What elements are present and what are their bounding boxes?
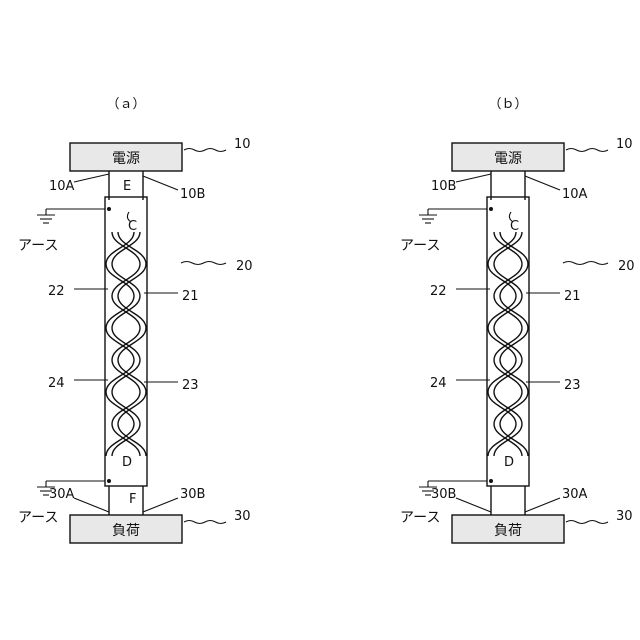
leader-30 — [566, 521, 608, 524]
power-label: 電源 — [494, 151, 522, 167]
point-bottom: F — [129, 492, 136, 507]
twisted-pair — [488, 232, 528, 456]
strand-b — [112, 232, 140, 456]
ref-30: 30 — [234, 509, 251, 524]
leader-30 — [184, 521, 226, 524]
ref-21: 21 — [564, 289, 581, 304]
point-d: D — [122, 455, 132, 470]
strand-a-outer — [118, 232, 146, 456]
ref-21: 21 — [182, 289, 199, 304]
leader-right-bottom — [525, 498, 560, 512]
ref-24: 24 — [430, 376, 447, 391]
load-label: 負荷 — [494, 523, 522, 539]
leader-10 — [566, 149, 608, 152]
panel-b: （ｂ）電源1010B10AアースC2022212423Dアース30B30A負荷3… — [400, 97, 635, 543]
ref-10: 10 — [616, 137, 633, 152]
ref-20: 20 — [618, 259, 635, 274]
ref-23: 23 — [182, 378, 199, 393]
leader-left-bottom — [74, 498, 109, 512]
leader-left-top — [74, 174, 109, 182]
shield-frame — [487, 197, 529, 486]
earth-label-bottom: アース — [400, 510, 440, 526]
leader-left-top — [456, 174, 491, 182]
ref-power-right: 10B — [180, 187, 205, 202]
leader-20 — [181, 262, 226, 265]
ref-23: 23 — [564, 378, 581, 393]
leader-10 — [184, 149, 226, 152]
earth-label-top: アース — [18, 238, 58, 254]
ref-load-right: 30B — [180, 487, 205, 502]
ref-10: 10 — [234, 137, 251, 152]
point-top: E — [123, 179, 131, 194]
leader-right-top — [525, 176, 560, 190]
ref-22: 22 — [430, 284, 447, 299]
ref-power-left: 10B — [431, 179, 456, 194]
ref-22: 22 — [48, 284, 65, 299]
ref-30: 30 — [616, 509, 633, 524]
ref-load-left: 30B — [431, 487, 456, 502]
ref-24: 24 — [48, 376, 65, 391]
junction-top — [107, 207, 111, 211]
power-label: 電源 — [112, 151, 140, 167]
leader-right-bottom — [143, 498, 178, 512]
panel-title: （ａ） — [106, 97, 145, 112]
junction-top — [489, 207, 493, 211]
load-label: 負荷 — [112, 523, 140, 539]
panel-a: （ａ）電源1010A10BアースEC2022212423DアースF30A30B負… — [18, 97, 253, 543]
earth-label-top: アース — [400, 238, 440, 254]
ref-load-left: 30A — [49, 487, 75, 502]
ref-power-left: 10A — [49, 179, 75, 194]
shield-frame — [105, 197, 147, 486]
twisted-pair — [106, 232, 146, 456]
ref-20: 20 — [236, 259, 253, 274]
point-d: D — [504, 455, 514, 470]
panel-title: （ｂ） — [488, 97, 527, 112]
junction-bottom — [107, 479, 111, 483]
leader-right-top — [143, 176, 178, 190]
ref-load-right: 30A — [562, 487, 588, 502]
earth-label-bottom: アース — [18, 510, 58, 526]
leader-left-bottom — [456, 498, 491, 512]
strand-b — [494, 232, 522, 456]
junction-bottom — [489, 479, 493, 483]
strand-b-outer — [488, 232, 516, 456]
leader-20 — [563, 262, 608, 265]
ref-power-right: 10A — [562, 187, 588, 202]
strand-b-outer — [106, 232, 134, 456]
strand-a-outer — [500, 232, 528, 456]
